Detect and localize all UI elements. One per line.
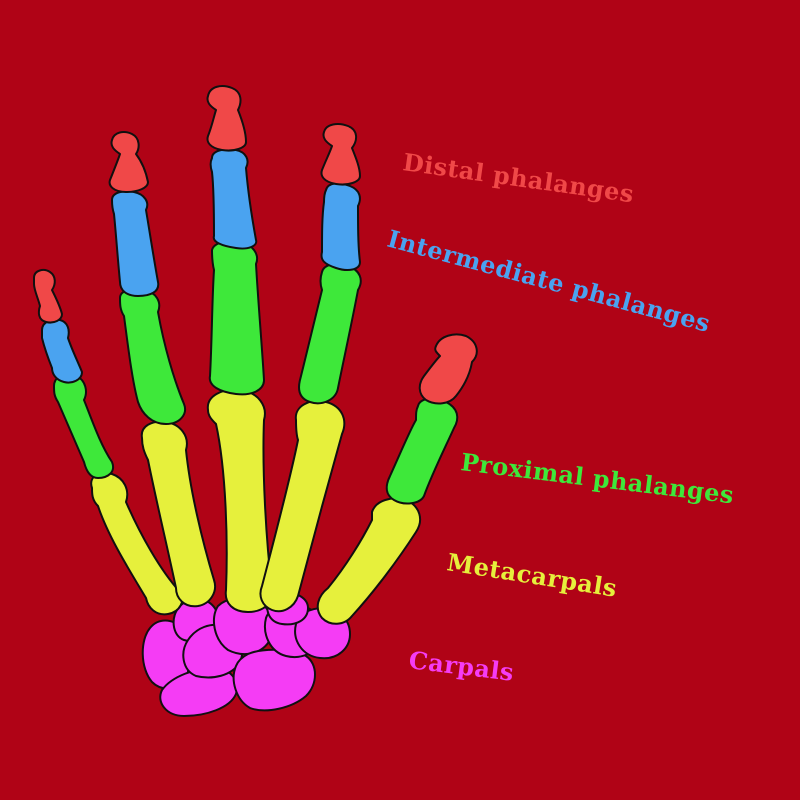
metacarpal-index-finger [259, 400, 346, 613]
distal-phalanges-group [33, 85, 478, 405]
label-metacarpals: Metacarpals [445, 547, 619, 603]
label-intermediate-phalanges: Intermediate phalanges [384, 224, 713, 338]
metacarpals-group [90, 388, 422, 625]
proximal-phalanx-index-finger [298, 263, 362, 405]
intermediate-phalanx-ring-finger [111, 190, 160, 297]
proximal-phalanges-group [53, 240, 459, 505]
intermediate-phalanx-index-finger [320, 182, 361, 271]
metacarpal-thumb [316, 497, 422, 625]
proximal-phalanx-thumb [385, 397, 459, 505]
label-distal-phalanges: Distal phalanges [401, 147, 636, 208]
metacarpal-little-finger [90, 471, 184, 616]
intermediate-phalanges-group [41, 148, 361, 384]
metacarpal-middle-finger [206, 388, 274, 613]
distal-phalanx-thumb [418, 333, 478, 405]
proximal-phalanx-ring-finger [119, 288, 186, 425]
intermediate-phalanx-middle-finger [209, 148, 258, 250]
distal-phalanx-middle-finger [206, 85, 247, 152]
proximal-phalanx-middle-finger [208, 240, 265, 396]
label-carpals: Carpals [407, 645, 516, 687]
metacarpal-ring-finger [140, 420, 216, 608]
distal-phalanx-index-finger [320, 123, 361, 186]
label-proximal-phalanges: Proximal phalanges [459, 447, 735, 509]
distal-phalanx-ring-finger [108, 131, 149, 193]
carpal-bone-6 [232, 648, 316, 712]
proximal-phalanx-little-finger [53, 373, 114, 479]
distal-phalanx-little-finger [33, 269, 63, 324]
intermediate-phalanx-little-finger [41, 318, 83, 384]
